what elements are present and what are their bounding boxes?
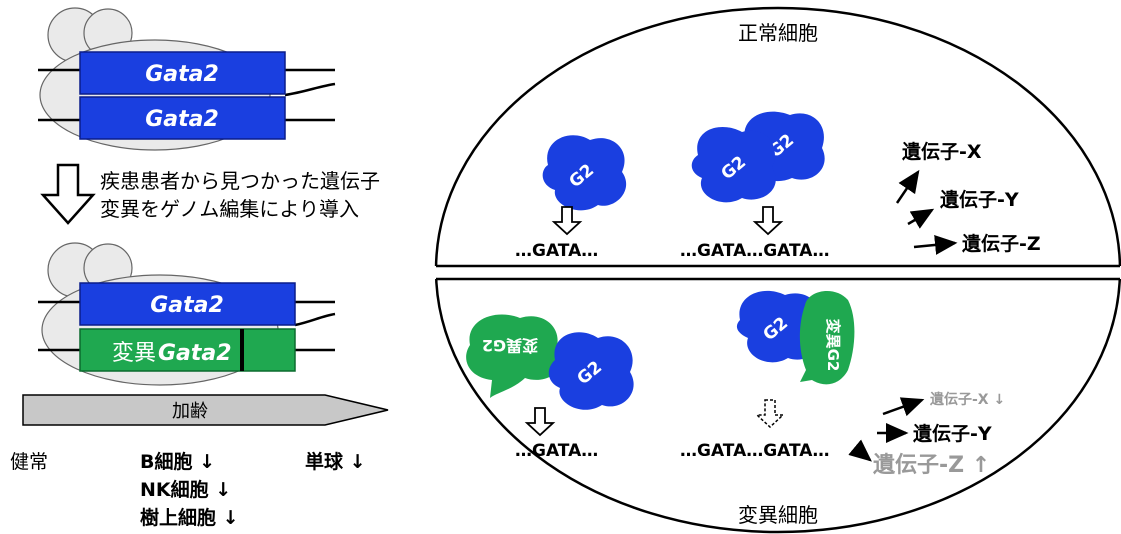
normal-gene-z: 遺伝子-Z bbox=[962, 232, 1041, 255]
arrow-mutant-gene-z bbox=[848, 439, 872, 462]
gata2-label-2: Gata2 bbox=[145, 107, 219, 132]
mutant-g2-protein-free: 変異G2 bbox=[466, 314, 559, 398]
mutant-cell-title: 変異細胞 bbox=[738, 503, 818, 527]
gata2-gene-box-3: Gata2 bbox=[79, 282, 296, 326]
mutant-g2-label: 変異G2 bbox=[482, 336, 538, 355]
gata2-label-3: Gata2 bbox=[150, 293, 224, 318]
mutant-gene-y: 遺伝子-Y bbox=[913, 422, 992, 445]
dendritic-cell-label: 樹上細胞 ↓ bbox=[140, 506, 239, 529]
normal-gene-x: 遺伝子-X bbox=[902, 140, 982, 163]
aging-arrow: 加齢 bbox=[22, 394, 389, 426]
monocyte-label: 単球 ↓ bbox=[305, 450, 366, 473]
normal-gene-y: 遺伝子-Y bbox=[940, 188, 1019, 211]
gata2-label-1: Gata2 bbox=[145, 62, 219, 87]
normal-gata-site-2: …GATA…GATA… bbox=[680, 241, 829, 261]
mutant-gene-z: 遺伝子-Z ↑ bbox=[873, 453, 990, 478]
g2-protein-mutant-1: G2 bbox=[548, 332, 634, 410]
mutant-gene-x: 遺伝子-X ↓ bbox=[930, 391, 1005, 408]
healthy-label: 健常 bbox=[10, 451, 48, 473]
gata2-gene-box-1: Gata2 bbox=[79, 51, 286, 95]
b-cell-label: B細胞 ↓ bbox=[140, 450, 215, 473]
arrow-gene-y bbox=[907, 208, 935, 229]
g2-protein-normal-dimer: G2 G2 bbox=[691, 111, 825, 203]
hollow-down-arrow-icon bbox=[752, 206, 784, 236]
arrow-gene-x bbox=[895, 169, 920, 204]
dashed-down-arrow-icon bbox=[755, 399, 785, 429]
mutant-gata2-label: Gata2 bbox=[158, 341, 232, 366]
mutant-prefix-label: 変異 bbox=[112, 341, 156, 366]
mutant-gata2-gene-box: 変異 Gata2 bbox=[79, 328, 296, 372]
hollow-down-arrow-icon bbox=[524, 407, 556, 437]
mutant-gata-site-2: …GATA…GATA… bbox=[680, 441, 829, 461]
hollow-down-arrow-icon bbox=[551, 206, 583, 236]
g2-protein-normal-1: G2 bbox=[542, 135, 627, 211]
g2-mutant-heterodimer: G2 変異G2 bbox=[736, 290, 855, 385]
step-description-line1: 疾患患者から見つかった遺伝子 bbox=[100, 169, 380, 193]
mutant-gata-site-1: …GATA… bbox=[515, 441, 598, 461]
gata2-gene-box-2: Gata2 bbox=[79, 96, 286, 140]
normal-gata-site-1: …GATA… bbox=[515, 241, 598, 261]
mutant-g2-label: 変異G2 bbox=[824, 319, 842, 372]
cell-divider-gap bbox=[430, 266, 1121, 279]
step-description-line2: 変異をゲノム編集により導入 bbox=[100, 197, 359, 221]
arrow-gene-z bbox=[913, 234, 958, 255]
normal-cell-title: 正常細胞 bbox=[738, 21, 818, 45]
aging-label: 加齢 bbox=[172, 401, 208, 422]
hollow-down-arrow-icon bbox=[40, 163, 96, 225]
nk-cell-label: NK細胞 ↓ bbox=[140, 478, 231, 501]
arrow-mutant-gene-x bbox=[882, 397, 925, 417]
